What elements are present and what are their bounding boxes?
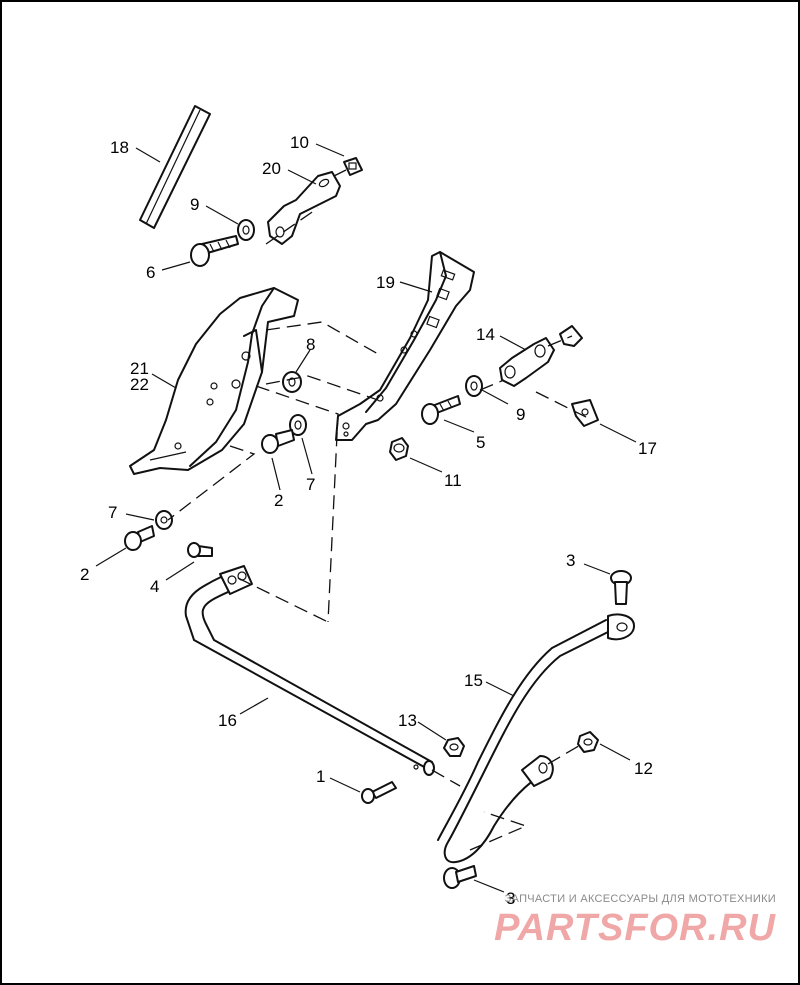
assembly-dash-lines <box>167 169 589 851</box>
callout-7-lower: 7 <box>108 503 117 522</box>
part-20-bracket <box>267 171 341 245</box>
part-3-bolt-bottom <box>443 865 477 889</box>
callout-11: 11 <box>444 471 462 490</box>
watermark-tagline: ЗАПЧАСТИ И АКСЕССУАРЫ ДЛЯ МОТОТЕХНИКИ <box>505 893 776 905</box>
part-16-crossbar <box>184 565 435 776</box>
callout-labels: 18 10 20 9 6 19 14 8 21 22 9 5 17 11 2 7… <box>80 133 657 908</box>
part-13-nut <box>443 737 465 757</box>
part-6-bolt <box>190 235 239 267</box>
callout-20: 20 <box>262 159 281 178</box>
part-11-nut <box>389 437 409 461</box>
callout-18: 18 <box>110 138 129 157</box>
part-21-22-cover <box>129 287 299 475</box>
callout-15: 15 <box>464 671 483 690</box>
callout-2-upper: 2 <box>274 491 283 510</box>
callout-6: 6 <box>146 263 155 282</box>
part-2-bolt-lower <box>124 525 155 551</box>
part-18-strip <box>139 105 211 229</box>
watermark: ЗАПЧАСТИ И АКСЕССУАРЫ ДЛЯ МОТОТЕХНИКИ PA… <box>494 893 776 949</box>
part-12-nut <box>577 731 599 753</box>
part-9-washer-top <box>237 219 255 241</box>
part-7-washer-lower <box>155 510 173 530</box>
part-7-washer-upper <box>289 414 307 436</box>
callout-10: 10 <box>290 133 309 152</box>
callout-9-right: 9 <box>516 405 525 424</box>
callout-3-bottom: 3 <box>506 889 515 908</box>
watermark-logo: PARTSFOR.RU <box>494 907 776 949</box>
part-14-clamp-bracket <box>499 325 583 387</box>
callout-8: 8 <box>306 335 315 354</box>
callout-7-upper: 7 <box>306 475 315 494</box>
callout-17: 17 <box>638 439 657 458</box>
callout-16: 16 <box>218 711 237 730</box>
part-4-bolt <box>187 542 213 558</box>
part-9-washer-right <box>465 375 483 397</box>
part-10-clip-nut <box>343 157 363 176</box>
part-1-screw <box>361 781 397 804</box>
callout-21: 21 <box>130 359 149 378</box>
part-15-rod <box>437 613 635 864</box>
callout-19: 19 <box>376 273 395 292</box>
part-2-bolt-upper <box>261 429 295 454</box>
callout-12: 12 <box>634 759 653 778</box>
callout-14: 14 <box>476 325 495 344</box>
callout-2-lower: 2 <box>80 565 89 584</box>
callout-13: 13 <box>398 711 417 730</box>
part-19-support-bracket <box>335 251 475 441</box>
part-5-bolt <box>421 395 461 425</box>
callout-1: 1 <box>316 767 325 786</box>
callout-22: 22 <box>130 375 149 394</box>
part-8-washer <box>282 371 302 393</box>
leader-lines <box>95 143 637 893</box>
callout-4: 4 <box>150 577 159 596</box>
part-3-bolt-top <box>610 570 632 605</box>
callout-5: 5 <box>476 433 485 452</box>
callout-9-top: 9 <box>190 195 199 214</box>
callout-3-top: 3 <box>566 551 575 570</box>
part-17-clip-nut <box>571 399 599 427</box>
